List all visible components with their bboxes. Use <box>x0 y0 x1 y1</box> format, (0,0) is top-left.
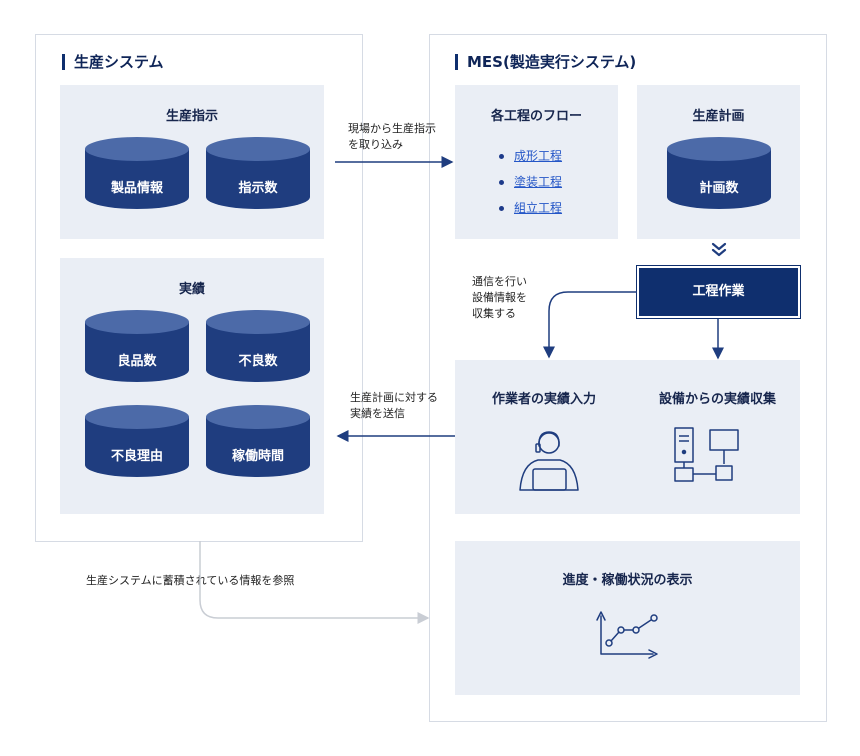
worker-input-title: 作業者の実績入力 <box>491 392 596 407</box>
instruction-count-db: 指示数 <box>206 137 310 221</box>
defect-reason-label: 不良理由 <box>110 449 163 464</box>
molding-process-link[interactable]: 成形工程 <box>514 149 563 163</box>
instruction-title: 生産指示 <box>165 109 218 124</box>
progress-title: 進度・稼働状況の表示 <box>562 573 693 588</box>
equipment-collect-title: 設備からの実績収集 <box>658 392 776 407</box>
communication-note-line1: 通信を行い <box>472 275 527 288</box>
process-flow-list: 成形工程 塗装工程 組立工程 <box>499 143 562 221</box>
communication-note-line3: 収集する <box>472 307 516 320</box>
work-to-worker-arrow <box>543 291 637 359</box>
good-count-db: 良品数 <box>85 310 189 394</box>
progress-panel: 進度・稼働状況の表示 <box>455 541 800 695</box>
plan-count-db: 計画数 <box>667 137 771 221</box>
list-item: 塗装工程 <box>499 169 562 195</box>
instruction-count-label: 指示数 <box>238 181 278 196</box>
send-results-note: 生産計画に対する 実績を送信 <box>350 390 438 422</box>
import-note-line2: を取り込み <box>348 138 403 151</box>
bullet-icon <box>499 154 504 159</box>
product-info-label: 製品情報 <box>110 181 163 196</box>
send-results-note-line2: 実績を送信 <box>350 407 405 420</box>
defect-count-label: 不良数 <box>238 354 278 369</box>
bullet-icon <box>499 180 504 185</box>
list-item: 成形工程 <box>499 143 562 169</box>
defect-reason-db: 不良理由 <box>85 405 189 489</box>
results-title: 実績 <box>178 282 205 297</box>
equipment-icon <box>674 427 739 482</box>
operating-time-label: 稼働時間 <box>231 449 284 464</box>
production-system-title: 生産システム <box>62 54 164 70</box>
process-work-box: 工程作業 <box>636 265 801 319</box>
worker-icon <box>519 431 579 491</box>
process-flow-title: 各工程のフロー <box>490 109 582 124</box>
instruction-panel: 生産指示 製品情報 指示数 <box>60 85 324 239</box>
reference-connector <box>199 541 430 624</box>
communication-note: 通信を行い 設備情報を 収集する <box>472 274 527 322</box>
import-note: 現場から生産指示 を取り込み <box>348 121 436 153</box>
list-item: 組立工程 <box>499 195 562 221</box>
process-flow-panel: 各工程のフロー 成形工程 塗装工程 組立工程 <box>455 85 618 239</box>
mes-title: MES(製造実行システム) <box>455 54 636 70</box>
import-note-line1: 現場から生産指示 <box>348 122 436 135</box>
product-info-db: 製品情報 <box>85 137 189 221</box>
send-results-note-line1: 生産計画に対する <box>350 391 438 404</box>
plan-count-label: 計画数 <box>699 181 739 196</box>
communication-note-line2: 設備情報を <box>472 291 527 304</box>
production-plan-panel: 生産計画 計画数 <box>637 85 800 239</box>
trend-chart-icon <box>596 611 658 659</box>
assembly-process-link[interactable]: 組立工程 <box>514 201 563 215</box>
operating-time-db: 稼働時間 <box>206 405 310 489</box>
painting-process-link[interactable]: 塗装工程 <box>514 175 563 189</box>
double-chevron-down-icon <box>711 242 727 257</box>
results-input-panel: 作業者の実績入力 設備からの実績収集 <box>455 360 800 514</box>
good-count-label: 良品数 <box>117 354 157 369</box>
reference-note: 生産システムに蓄積されている情報を参照 <box>86 574 295 587</box>
defect-count-db: 不良数 <box>206 310 310 394</box>
results-panel: 実績 良品数 不良数 不良理由 稼働時間 <box>60 258 324 514</box>
bullet-icon <box>499 206 504 211</box>
production-plan-title: 生産計画 <box>692 109 745 124</box>
